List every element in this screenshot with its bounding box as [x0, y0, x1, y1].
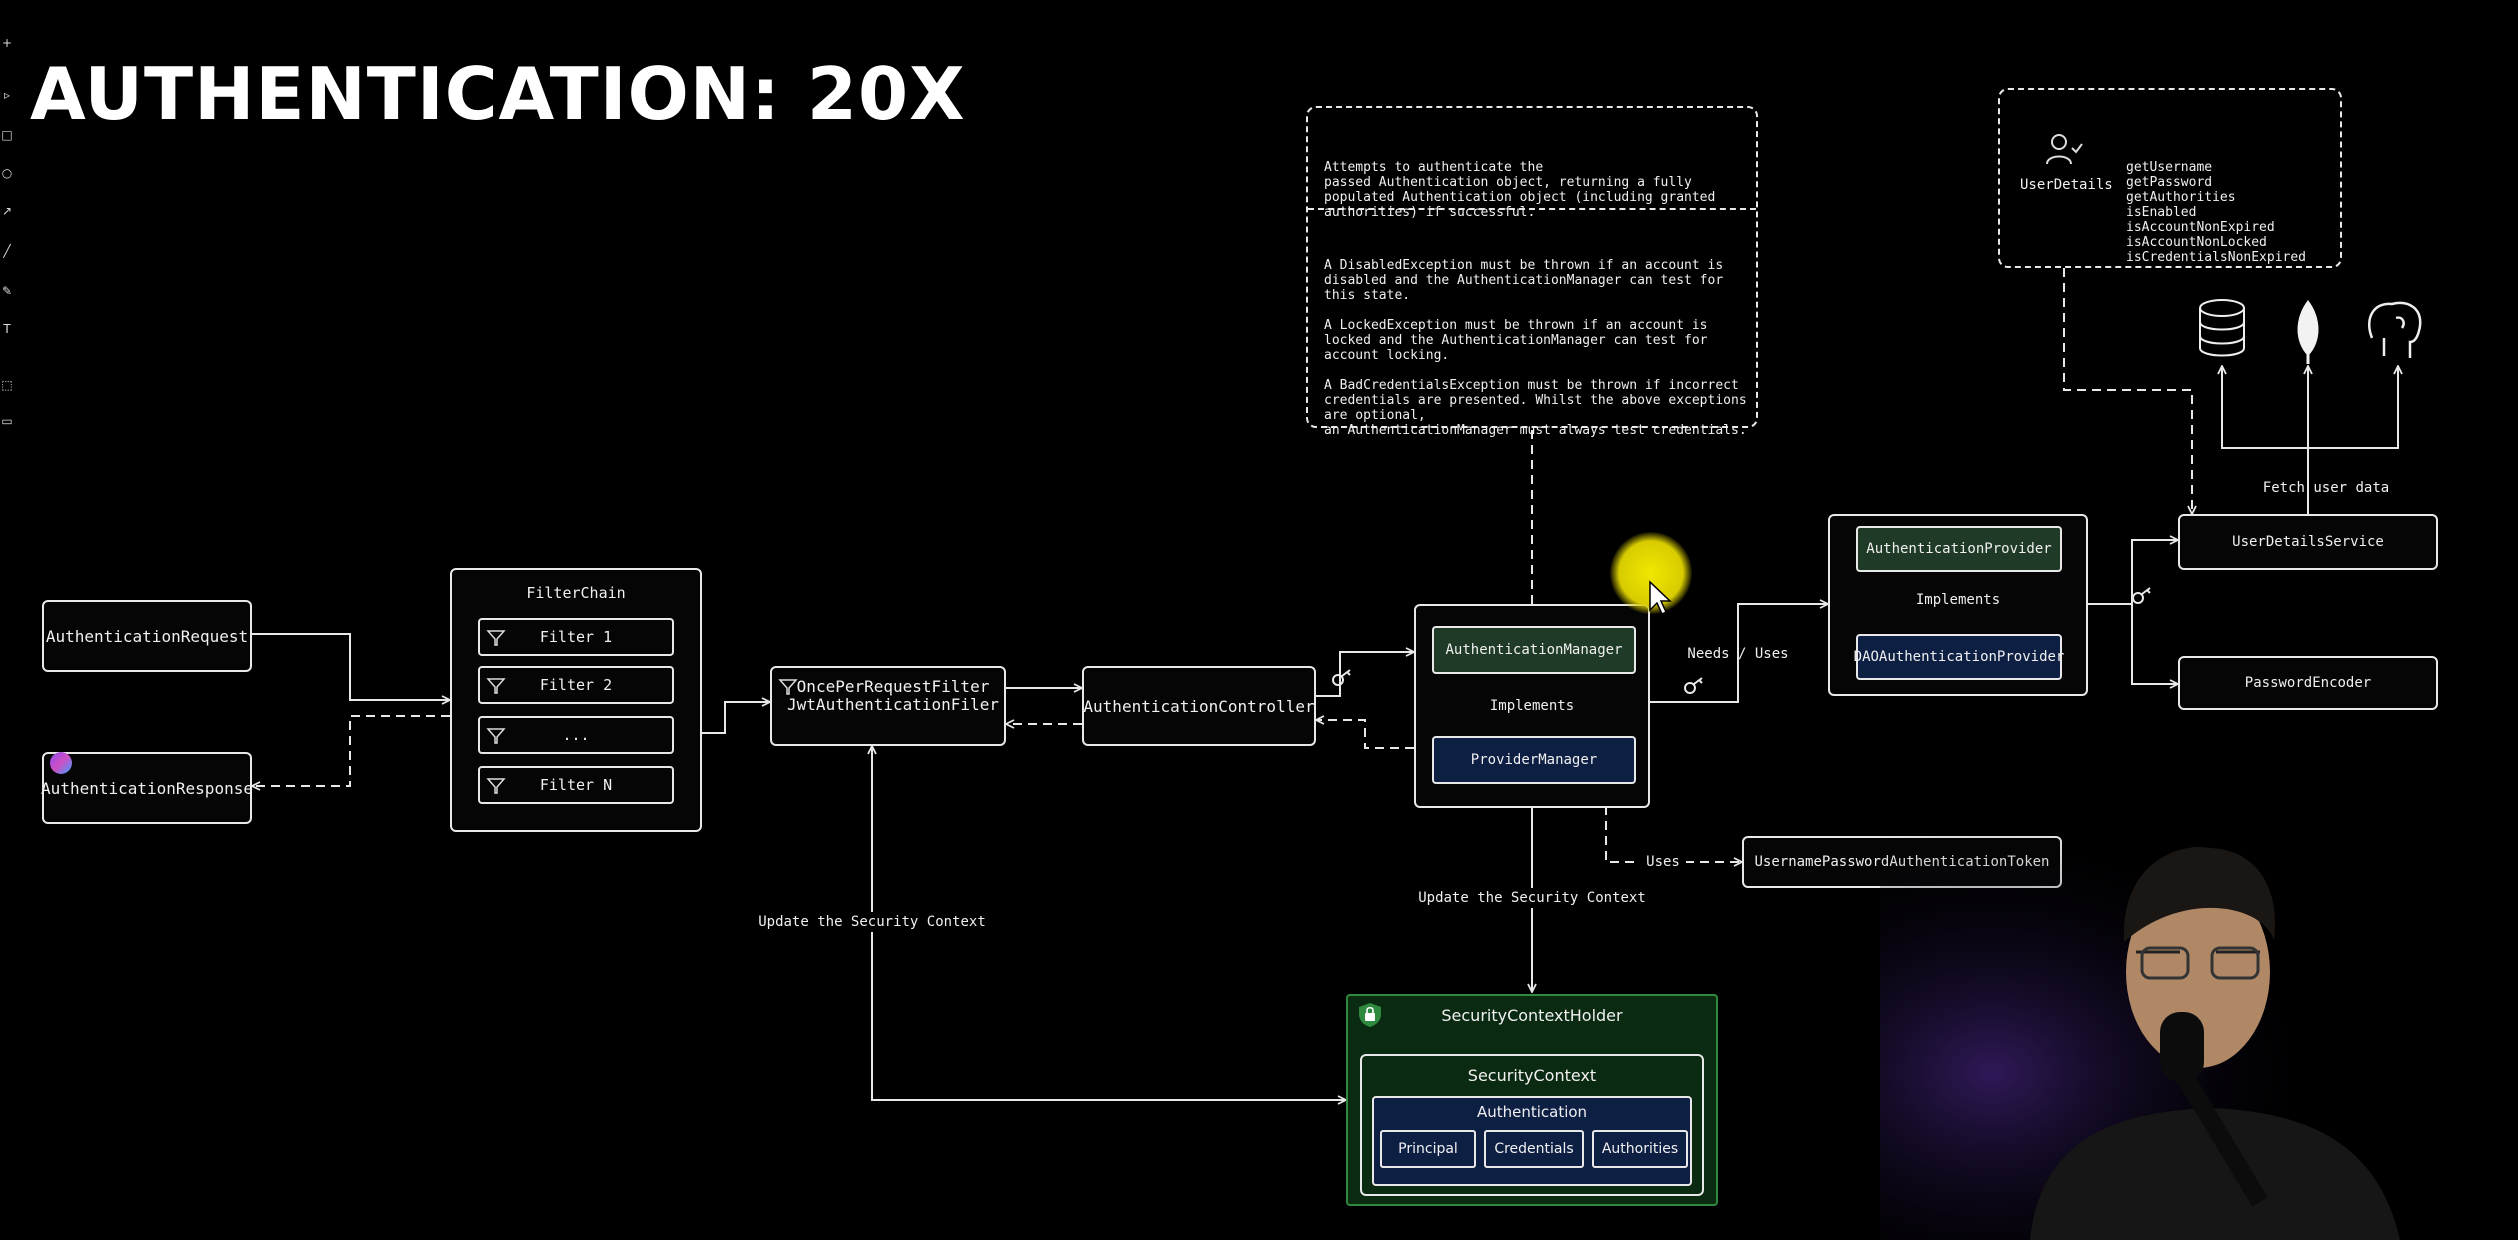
authentication-response-label: AuthenticationResponse [41, 778, 253, 798]
page-title: AUTHENTICATION: 20X [30, 52, 966, 136]
security-context-holder-node[interactable]: SecurityContextHolder SecurityContext Au… [1346, 994, 1718, 1206]
user-check-icon [2046, 134, 2083, 165]
edge-manager-to-controller [1316, 720, 1414, 749]
filter-label: ... [562, 726, 590, 744]
uses-label: Uses [1640, 852, 1686, 872]
security-context-title: SecurityContext [1467, 1065, 1597, 1085]
filter-icon [486, 678, 506, 694]
filter-icon [486, 728, 506, 744]
text-tool-icon[interactable]: T [3, 322, 11, 336]
edge-provider-to-uds [2088, 540, 2178, 605]
edge-userdetails-to-uds [2063, 268, 2192, 514]
filter-item[interactable]: Filter 1 [478, 618, 674, 656]
edge-uds-fetch-db [2222, 366, 2309, 516]
key-icon [1332, 669, 1351, 686]
security-context-holder-title: SecurityContextHolder [1441, 1005, 1623, 1025]
cursor-icon [1649, 580, 1672, 616]
avatar [50, 752, 72, 774]
pen-tool-icon[interactable]: ✎ [1, 284, 13, 298]
authentication-response-node[interactable]: AuthenticationResponse [41, 752, 253, 824]
edge-provider-to-encoder [2088, 603, 2178, 684]
credentials-label: Credentials [1494, 1141, 1574, 1157]
update-context-center-label: Update the Security Context [1418, 888, 1646, 908]
filter-chain-title: FilterChain [526, 584, 626, 602]
user-details-service-node[interactable]: UserDetailsService [2178, 514, 2438, 570]
database-icon [2199, 299, 2245, 357]
comment-tool-icon[interactable]: ▭ [1, 414, 13, 428]
edge-manager-to-provider [1648, 604, 1828, 703]
authentication-provider-node[interactable]: AuthenticationProvider [1856, 526, 2062, 572]
key-icon [2132, 587, 2151, 604]
authorities-chip[interactable]: Authorities [1592, 1130, 1688, 1168]
authentication-manager-node[interactable]: AuthenticationManager [1432, 626, 1636, 674]
key-icon [1684, 677, 1703, 694]
line-tool-icon[interactable]: ╱ [3, 244, 11, 258]
lock-icon [1359, 1003, 1381, 1027]
frame-tool-icon[interactable]: ⬚ [1, 378, 13, 392]
dao-authentication-provider-label: DAOAuthenticationProvider [1853, 649, 2065, 665]
edge-request-to-chain [252, 633, 450, 700]
filter-item[interactable]: Filter 2 [478, 666, 674, 704]
user-details-service-label: UserDetailsService [2232, 534, 2384, 550]
doc-note-divider [1308, 208, 1756, 210]
authentication-title: Authentication [1476, 1103, 1588, 1121]
filter-icon [486, 778, 506, 794]
pointer-tool-icon[interactable]: ▹ [3, 88, 11, 102]
password-encoder-label: PasswordEncoder [2244, 675, 2372, 691]
filter-item[interactable]: ... [478, 716, 674, 754]
authentication-request-node[interactable]: AuthenticationRequest [42, 600, 252, 672]
edge-chain-to-jwt [700, 702, 770, 734]
authentication-manager-label: AuthenticationManager [1445, 642, 1623, 658]
authentication-manager-group[interactable]: AuthenticationManager Implements Provide… [1414, 604, 1650, 808]
dao-authentication-provider-node[interactable]: DAOAuthenticationProvider [1853, 634, 2065, 680]
authentication-request-label: AuthenticationRequest [45, 626, 249, 646]
mongodb-leaf-icon [2297, 300, 2319, 364]
filter-icon [778, 679, 798, 695]
implements-label: Implements [1489, 698, 1575, 714]
authentication-controller-node[interactable]: AuthenticationController [1082, 666, 1316, 746]
user-details-label: UserDetails [2020, 177, 2113, 193]
needs-uses-label: Needs / Uses [1687, 646, 1789, 662]
filter-label: Filter N [539, 776, 613, 794]
ellipse-tool-icon[interactable]: ○ [1, 166, 13, 180]
jwt-filter-node[interactable]: OncePerRequestFilter JwtAuthenticationFi… [770, 666, 1006, 746]
provider-manager-label: ProviderManager [1470, 752, 1598, 768]
password-encoder-node[interactable]: PasswordEncoder [2178, 656, 2438, 710]
authorities-label: Authorities [1601, 1141, 1679, 1157]
doc-note-bottom: A DisabledException must be thrown if an… [1324, 258, 1747, 438]
filter-item[interactable]: Filter N [478, 766, 674, 804]
postgresql-elephant-icon [2367, 301, 2422, 358]
authentication-node[interactable]: Authentication Principal Credentials Aut… [1372, 1096, 1692, 1186]
plus-icon[interactable]: + [1, 36, 13, 50]
authentication-provider-label: AuthenticationProvider [1866, 541, 2052, 557]
filter-label: Filter 2 [539, 676, 613, 694]
provider-manager-node[interactable]: ProviderManager [1432, 736, 1636, 784]
presenter-webcam [1880, 822, 2440, 1240]
update-context-left-label: Update the Security Context [758, 912, 986, 932]
principal-label: Principal [1398, 1141, 1458, 1157]
rectangle-tool-icon[interactable]: □ [1, 128, 13, 142]
arrow-tool-icon[interactable]: ↗ [1, 204, 13, 218]
authentication-provider-group[interactable]: AuthenticationProvider Implements DAOAut… [1828, 514, 2088, 696]
jwt-filter-line2: JwtAuthenticationFiler [787, 694, 999, 714]
filter-icon [486, 630, 506, 646]
filter-chain-node[interactable]: FilterChain Filter 1 Filter 2 ... Filter… [450, 568, 702, 832]
security-context-node[interactable]: SecurityContext Authentication Principal… [1360, 1054, 1704, 1196]
jwt-filter-line1: OncePerRequestFilter [796, 676, 990, 696]
principal-chip[interactable]: Principal [1380, 1130, 1476, 1168]
edge-uds-fetch-pg [2308, 366, 2398, 449]
filter-label: Filter 1 [539, 628, 613, 646]
edge-manager-uses-token [1605, 806, 1742, 862]
fetch-user-data-label: Fetch user data [2262, 480, 2390, 496]
credentials-chip[interactable]: Credentials [1484, 1130, 1584, 1168]
implements-label: Implements [1915, 592, 2001, 608]
edge-chain-to-response [252, 715, 450, 786]
authentication-controller-label: AuthenticationController [1083, 696, 1315, 716]
edge-controller-to-manager [1316, 652, 1414, 697]
